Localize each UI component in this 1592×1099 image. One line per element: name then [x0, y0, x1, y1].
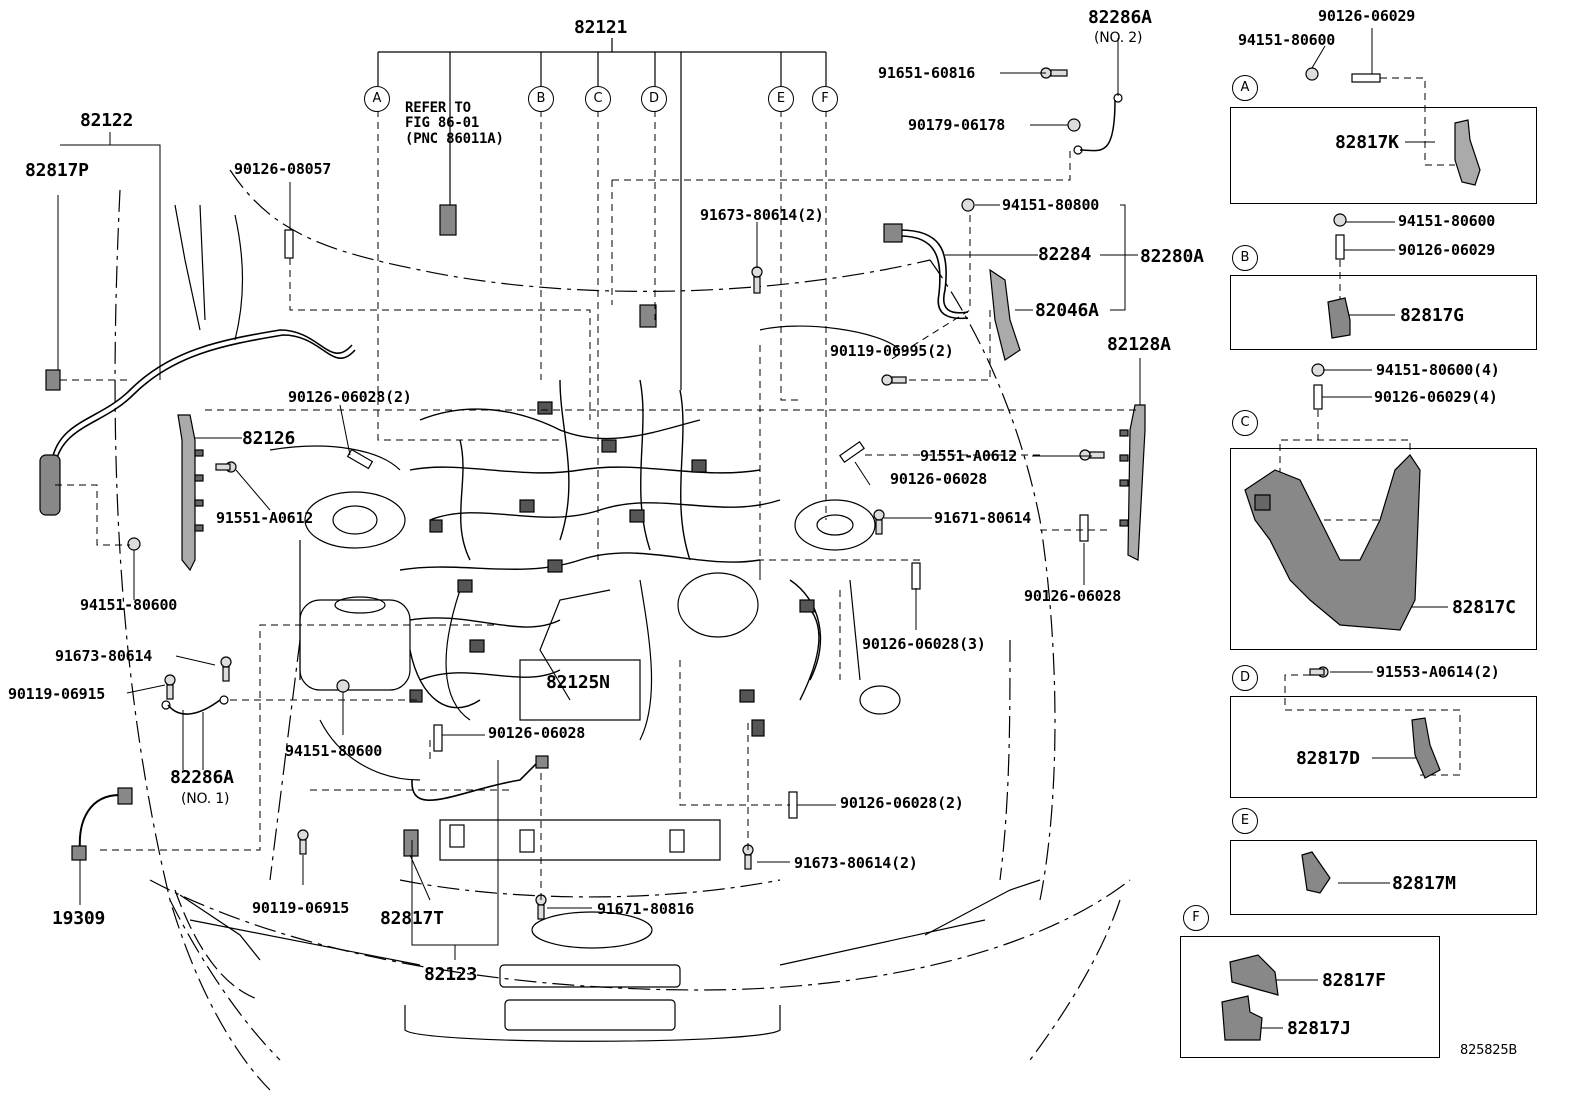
label-90126-06028-2-bot: 90126-06028(2) — [840, 794, 964, 812]
label-82817j: 82817J — [1287, 1018, 1351, 1039]
panel-callout-b: B — [1232, 245, 1258, 271]
label-b-94151-80600: 94151-80600 — [1398, 212, 1496, 230]
refer-connector — [439, 204, 457, 236]
leader-lines — [57, 28, 1448, 1029]
detail-panel-d — [1230, 696, 1537, 798]
label-91673-80614-2-bot: 91673-80614(2) — [794, 854, 918, 872]
label-82817d: 82817D — [1296, 748, 1360, 769]
label-94151-80600-left: 94151-80600 — [80, 596, 178, 614]
detail-panel-e — [1230, 840, 1537, 915]
harness-connectors — [409, 401, 815, 737]
label-d-91553-a0614: 91553-A0614(2) — [1376, 663, 1500, 681]
detail-panel-b — [1230, 275, 1537, 350]
panel-callout-a: A — [1232, 75, 1258, 101]
label-82121: 82121 — [574, 17, 628, 38]
panel-callout-d: D — [1232, 665, 1258, 691]
bolts — [127, 67, 1347, 920]
label-90119-06915-bot: 90119-06915 — [252, 899, 350, 917]
label-90179-06178: 90179-06178 — [908, 116, 1006, 134]
label-82817m: 82817M — [1392, 873, 1456, 894]
label-90126-08057: 90126-08057 — [234, 160, 332, 178]
wire-82284 — [899, 229, 969, 320]
bracket-82126 — [177, 414, 196, 572]
label-91671-80816: 91671-80816 — [597, 900, 695, 918]
panel-callout-f: F — [1183, 905, 1209, 931]
label-82125n: 82125N — [546, 672, 610, 693]
label-82128a: 82128A — [1107, 334, 1171, 355]
label-82284: 82284 — [1038, 244, 1092, 265]
right-strut-tower — [759, 325, 901, 715]
wire-82123 — [411, 759, 541, 802]
label-94151-80800: 94151-80800 — [1002, 196, 1100, 214]
label-90126-06028-mid: 90126-06028 — [488, 724, 586, 742]
label-91551-a0612-right: 91551-A0612 — [920, 447, 1018, 465]
label-82122: 82122 — [80, 110, 134, 131]
label-b-90126-06029: 90126-06029 — [1398, 241, 1496, 259]
wire-82122 — [51, 329, 356, 466]
label-94151-80600-a: 94151-80600 — [1238, 31, 1336, 49]
callout-f: F — [812, 86, 838, 112]
label-82817p: 82817P — [25, 160, 89, 181]
label-82817c: 82817C — [1452, 597, 1516, 618]
label-91673-80614-top: 91673-80614(2) — [700, 206, 824, 224]
label-82286a-no2-sub: (NO. 2) — [1094, 30, 1143, 46]
engine-block — [439, 572, 759, 861]
label-91651-60816: 91651-60816 — [878, 64, 976, 82]
callout-a: A — [364, 86, 390, 112]
detail-panel-a — [1230, 107, 1537, 204]
callout-c: C — [585, 86, 611, 112]
strap-82286a-no1 — [167, 699, 221, 715]
diagram-code: 825825B — [1460, 1043, 1518, 1058]
panel-callout-c: C — [1232, 410, 1258, 436]
strap-82286a-no2 — [1079, 99, 1116, 152]
label-90119-06995: 90119-06995(2) — [830, 342, 954, 360]
detail-panel-f — [1180, 936, 1440, 1058]
sensor-19309 — [78, 794, 121, 851]
callout-b: B — [528, 86, 554, 112]
label-82817k: 82817K — [1335, 132, 1399, 153]
reference-lines — [55, 77, 1461, 900]
label-82817f: 82817F — [1322, 970, 1386, 991]
label-82817t: 82817T — [380, 908, 444, 929]
label-82286a-no1-sub: (NO. 1) — [181, 791, 230, 807]
label-91673-80614-left: 91673-80614 — [55, 647, 153, 665]
label-90126-06028-3: 90126-06028(3) — [862, 635, 986, 653]
connector-82817p — [45, 369, 61, 391]
bracket-82128a — [1127, 404, 1146, 561]
label-82123: 82123 — [424, 964, 478, 985]
vehicle-outline — [114, 169, 1131, 1091]
left-strut-tower — [174, 204, 421, 781]
detail-panel-c — [1230, 448, 1537, 650]
label-90126-06028-r1: 90126-06028 — [890, 470, 988, 488]
detail-drawings — [1221, 119, 1481, 1041]
label-94151-80600-mid: 94151-80600 — [285, 742, 383, 760]
label-82286a-no2: 82286A — [1088, 7, 1152, 28]
refer-to-note: REFER TO FIG 86-01 (PNC 86011A) — [405, 100, 504, 147]
label-82817g: 82817G — [1400, 305, 1464, 326]
label-82046a: 82046A — [1035, 300, 1099, 321]
label-82280a: 82280A — [1140, 246, 1204, 267]
label-c-90126-06029: 90126-06029(4) — [1374, 388, 1498, 406]
label-90126-06029-a: 90126-06029 — [1318, 7, 1416, 25]
label-91551-a0612-left: 91551-A0612 — [216, 509, 314, 527]
label-82286a-no1: 82286A — [170, 767, 234, 788]
label-90119-06915-left: 90119-06915 — [8, 685, 106, 703]
callout-d: D — [641, 86, 667, 112]
label-c-94151-80600: 94151-80600(4) — [1376, 361, 1500, 379]
label-90126-06028-r2: 90126-06028 — [1024, 587, 1122, 605]
leader-82121 — [377, 38, 827, 390]
callout-e: E — [768, 86, 794, 112]
panel-callout-e: E — [1232, 808, 1258, 834]
label-19309: 19309 — [52, 908, 106, 929]
label-90126-06028-2-left: 90126-06028(2) — [288, 388, 412, 406]
label-82126: 82126 — [242, 428, 296, 449]
bracket-82046a — [989, 268, 1021, 361]
fasteners — [284, 73, 1381, 819]
harness-tangle — [399, 379, 822, 709]
front-bumper — [174, 879, 1041, 1042]
label-91671-80614: 91671-80614 — [934, 509, 1032, 527]
